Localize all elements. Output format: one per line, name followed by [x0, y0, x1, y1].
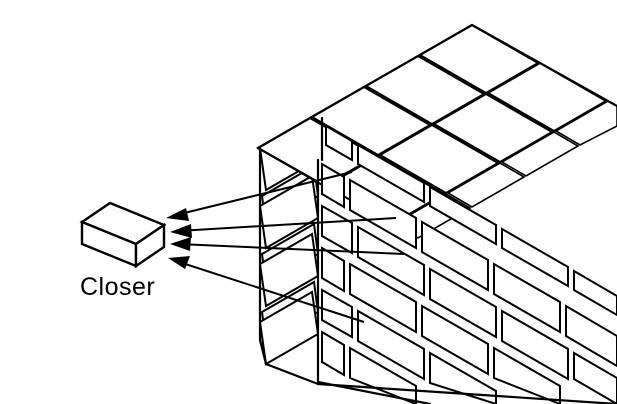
- callout-arrows: [166, 171, 405, 323]
- leader-line-4: [175, 260, 365, 323]
- brick-wall: [255, 23, 617, 404]
- closer-label: Closer: [80, 273, 155, 301]
- arrowhead-4: [168, 256, 190, 269]
- closer-brick-sample: [79, 201, 167, 269]
- closer-brick-end-face: [134, 222, 166, 269]
- leader-line-2: [177, 217, 397, 232]
- leader-line-3: [177, 243, 405, 255]
- arrowhead-3: [170, 237, 191, 251]
- arrowhead-1: [166, 208, 189, 221]
- arrowhead-2: [170, 224, 192, 238]
- closer-brick-in-wall-2: [321, 246, 345, 293]
- closer-brick-in-wall-3: [321, 330, 345, 377]
- leader-line-1: [171, 171, 353, 217]
- wall-front-face: [321, 124, 617, 404]
- wall-outline-edges: [256, 23, 617, 404]
